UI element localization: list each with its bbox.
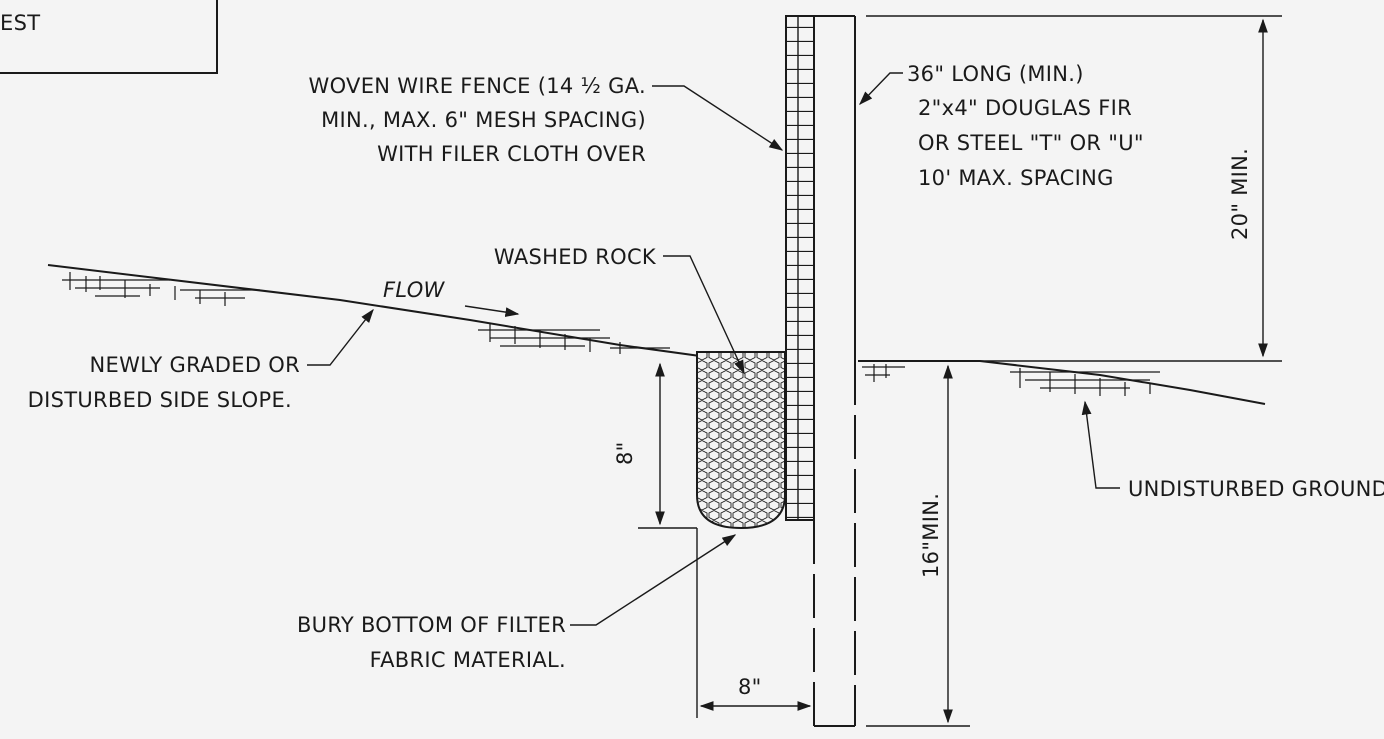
fence-label: WOVEN WIRE FENCE (14 ½ GA. MIN., MAX. 6"… [309, 74, 646, 166]
leader-lines [307, 72, 1120, 626]
slope-label-line-1: NEWLY GRADED OR [90, 353, 300, 377]
dim-depth-label: 8" [613, 441, 637, 465]
dim-height-label: 20" MIN. [1228, 148, 1252, 240]
title-block-text: EST [0, 11, 40, 35]
post-label: 36" LONG (MIN.) 2"x4" DOUGLAS FIR OR STE… [907, 62, 1144, 190]
flow-label: FLOW [383, 278, 446, 302]
fence-label-line-3: WITH FILER CLOTH OVER [377, 142, 646, 166]
post-label-line-1: 36" LONG (MIN.) [907, 62, 1084, 86]
bury-label-line-1: BURY BOTTOM OF FILTER [297, 613, 566, 637]
post-label-line-3: OR STEEL "T" OR "U" [918, 131, 1144, 155]
undisturbed-ground-label: UNDISTURBED GROUND [1128, 477, 1384, 501]
dim-embed-label: 16"MIN. [919, 493, 943, 578]
dim-width-label: 8" [738, 675, 762, 699]
washed-rock-label: WASHED ROCK [494, 245, 657, 269]
title-block: EST [0, 0, 218, 74]
dim-trench-width: 8" [696, 528, 812, 718]
post-label-line-2: 2"x4" DOUGLAS FIR [918, 96, 1132, 120]
bury-label-line-2: FABRIC MATERIAL. [370, 648, 566, 672]
dim-post-embed: 16"MIN. [866, 364, 970, 727]
fence-post [813, 15, 856, 727]
right-ground [858, 360, 1266, 405]
slope-label: NEWLY GRADED OR DISTURBED SIDE SLOPE. [28, 353, 300, 412]
woven-wire-fence [785, 15, 815, 521]
dim-height-above: 20" MIN. [860, 15, 1282, 362]
left-slope-ground [47, 264, 701, 357]
post-label-line-4: 10' MAX. SPACING [918, 166, 1114, 190]
slope-label-line-2: DISTURBED SIDE SLOPE. [28, 388, 292, 412]
fence-label-line-1: WOVEN WIRE FENCE (14 ½ GA. [309, 74, 646, 98]
bury-label: BURY BOTTOM OF FILTER FABRIC MATERIAL. [297, 613, 566, 672]
dim-trench-depth: 8" [613, 362, 697, 529]
washed-rock-trench [696, 351, 786, 530]
fence-label-line-2: MIN., MAX. 6" MESH SPACING) [321, 108, 646, 132]
